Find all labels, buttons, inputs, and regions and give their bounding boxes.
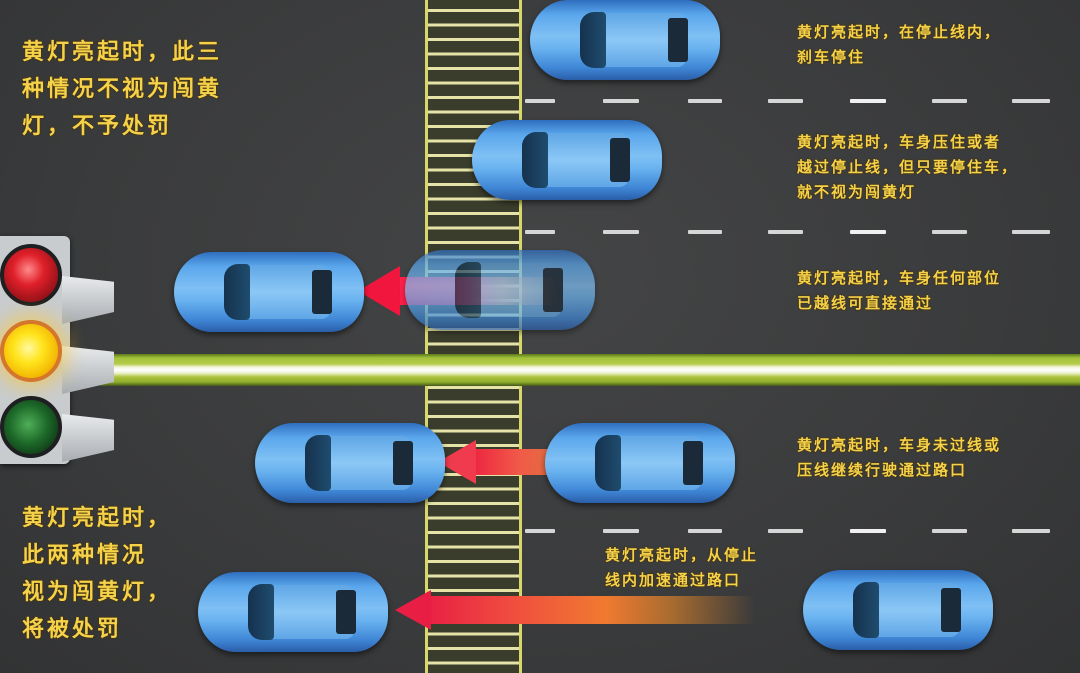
car-scenario-1 xyxy=(530,0,720,80)
green-light-icon xyxy=(0,396,62,458)
car-scenario-2 xyxy=(472,120,662,200)
traffic-light xyxy=(0,236,114,464)
caption-not-penalized: 黄灯亮起时，此三 种情况不视为闯黄 灯，不予处罚 xyxy=(22,40,223,139)
yellow-light-icon xyxy=(0,320,62,382)
caption-scenario-2: 黄灯亮起时，车身压住或者 越过停止线，但只要停住车， 就不视为闯黄灯 xyxy=(797,133,1019,201)
car-scenario-5-start xyxy=(803,570,993,650)
car-scenario-4 xyxy=(255,423,445,503)
car-scenario-3-ghost xyxy=(405,250,595,330)
caption-scenario-3: 黄灯亮起时，车身任何部位 已越线可直接通过 xyxy=(797,269,1002,312)
caption-scenario-5: 黄灯亮起时，从停止 线内加速通过路口 xyxy=(605,546,759,589)
caption-penalized: 黄灯亮起时， 此两种情况 视为闯黄灯， 将被处罚 xyxy=(22,506,173,642)
caption-scenario-1: 黄灯亮起时，在停止线内， 刹车停住 xyxy=(797,23,1002,66)
red-light-icon xyxy=(0,244,62,306)
crosswalk xyxy=(425,0,522,673)
car-scenario-5 xyxy=(198,572,388,652)
arrow-scenario-5 xyxy=(395,590,755,630)
car-scenario-3 xyxy=(174,252,364,332)
caption-scenario-4: 黄灯亮起时，车身未过线或 压线继续行驶通过路口 xyxy=(797,436,1002,479)
stop-line xyxy=(100,354,1080,386)
car-scenario-4-start xyxy=(545,423,735,503)
